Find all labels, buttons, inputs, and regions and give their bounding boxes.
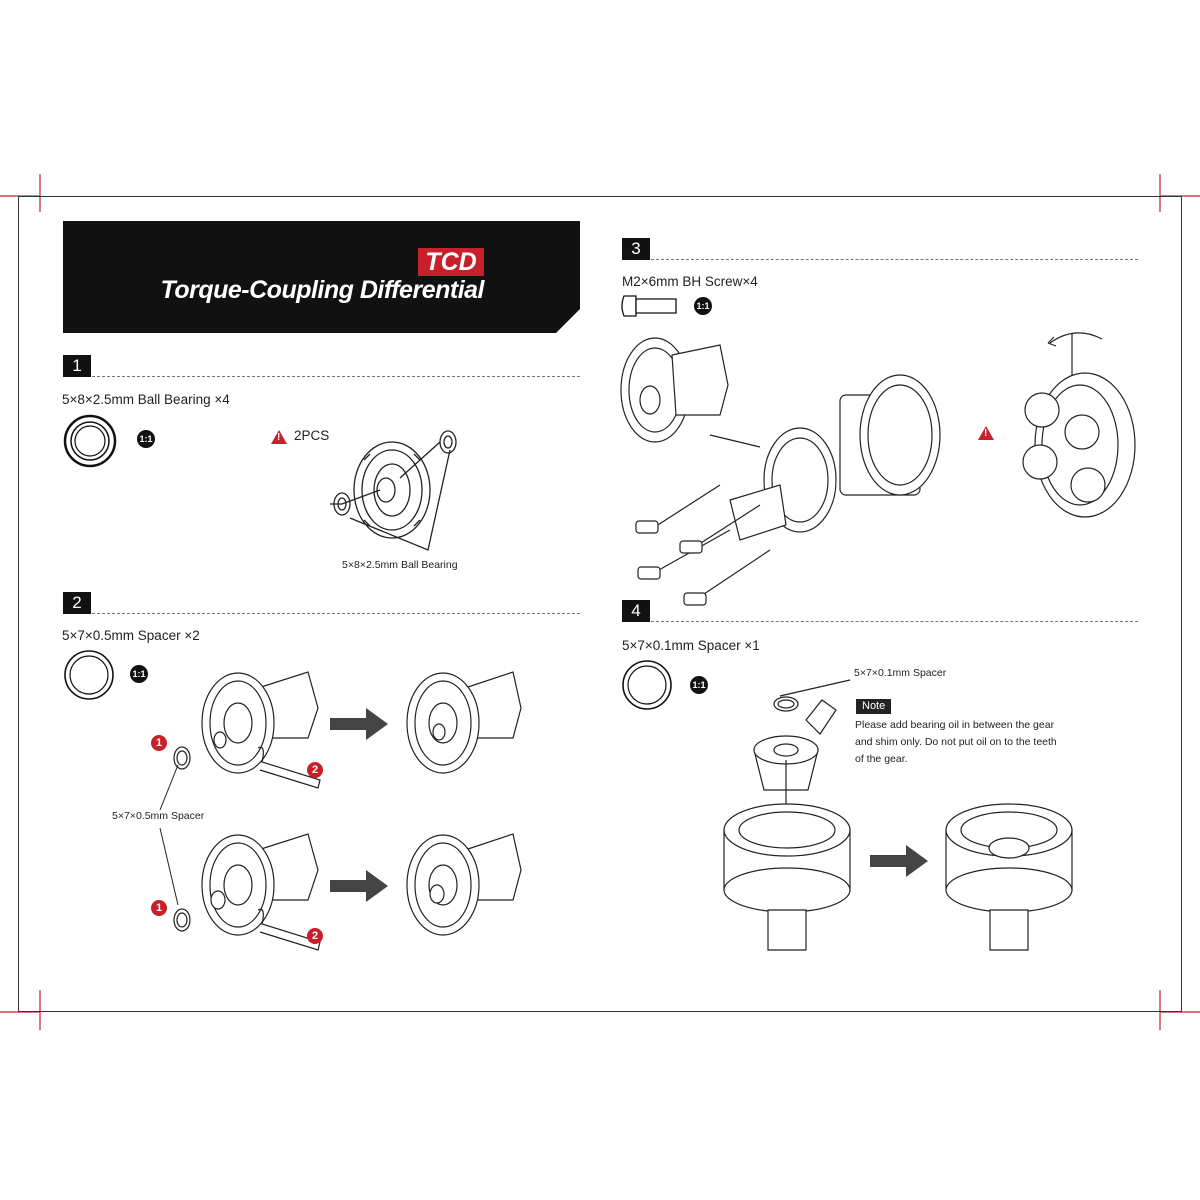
step-2-scale-badge: 1:1 xyxy=(130,665,148,683)
step-4-rule xyxy=(651,621,1138,622)
step-2-diagram-top xyxy=(168,668,328,796)
note-line-1: Please add bearing oil in between the ge… xyxy=(855,719,1055,731)
step-3-scale-badge: 1:1 xyxy=(694,297,712,315)
step-4-part-label: 5×7×0.1mm Spacer ×1 xyxy=(622,638,760,653)
step-2-diagram-bottom xyxy=(168,830,328,960)
step-3-part-label: M2×6mm BH Screw×4 xyxy=(622,274,758,289)
step-3-number: 3 xyxy=(622,238,650,260)
title-banner xyxy=(63,221,580,333)
page-border xyxy=(18,196,1182,1012)
marker-1-bottom: 1 xyxy=(151,900,167,916)
step-2-result-bottom xyxy=(395,830,525,940)
step-2-callout-lines xyxy=(150,760,210,920)
step-1-scale-badge: 1:1 xyxy=(137,430,155,448)
marker-2-top: 2 xyxy=(307,762,323,778)
note-line-3: of the gear. xyxy=(855,753,908,765)
step-4-callout: 5×7×0.1mm Spacer xyxy=(854,667,947,679)
step-1-diagram xyxy=(320,420,490,570)
step-1-callout: 5×8×2.5mm Ball Bearing xyxy=(342,559,458,571)
page-title: Torque-Coupling Differential xyxy=(160,276,485,304)
step-2-rule xyxy=(92,613,580,614)
warning-icon: ! xyxy=(271,430,287,444)
banner-corner-cut xyxy=(555,308,581,334)
step-3-diagram xyxy=(610,335,950,615)
arrow-right-icon xyxy=(330,708,388,740)
step-1-warning-text: 2PCS xyxy=(294,428,330,443)
step-1-part-label: 5×8×2.5mm Ball Bearing ×4 xyxy=(62,392,230,407)
step-2-number: 2 xyxy=(63,592,91,614)
brand-logo: TCD xyxy=(418,248,484,276)
screw-icon xyxy=(622,294,680,318)
step-1-rule xyxy=(92,376,580,377)
spacer-icon xyxy=(64,650,116,702)
step-4-diagram xyxy=(720,680,1150,950)
ball-bearing-icon xyxy=(64,415,124,467)
step-2-part-label: 5×7×0.5mm Spacer ×2 xyxy=(62,628,200,643)
step-3-rule xyxy=(651,259,1138,260)
step-3-gear-detail xyxy=(1010,370,1140,520)
arrow-right-icon-3 xyxy=(870,845,928,877)
note-badge: Note xyxy=(856,699,892,714)
step-4-number: 4 xyxy=(622,600,650,622)
warning-icon-step-3: ! xyxy=(978,426,994,440)
step-2-callout: 5×7×0.5mm Spacer xyxy=(112,810,205,822)
marker-1-top: 1 xyxy=(151,735,167,751)
thin-spacer-icon xyxy=(622,660,674,712)
step-1-number: 1 xyxy=(63,355,91,377)
arrow-right-icon-2 xyxy=(330,870,388,902)
step-4-scale-badge: 1:1 xyxy=(690,676,708,694)
note-line-2: and shim only. Do not put oil on to the … xyxy=(855,736,1057,748)
step-2-result-top xyxy=(395,668,525,778)
marker-2-bottom: 2 xyxy=(307,928,323,944)
